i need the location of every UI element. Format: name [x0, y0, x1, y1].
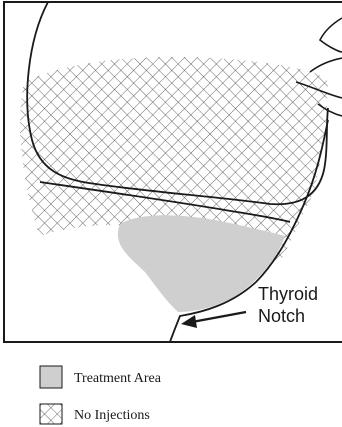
legend-treatment-label: Treatment Area: [74, 371, 162, 386]
legend-no-injection-label: No Injections: [74, 408, 150, 423]
notch-label: Notch: [258, 306, 305, 326]
legend-treatment-swatch: [40, 366, 62, 388]
legend: Treatment Area No Injections: [40, 366, 162, 424]
thyroid-label: Thyroid: [258, 284, 318, 304]
legend-no-injection-swatch: [40, 404, 62, 424]
